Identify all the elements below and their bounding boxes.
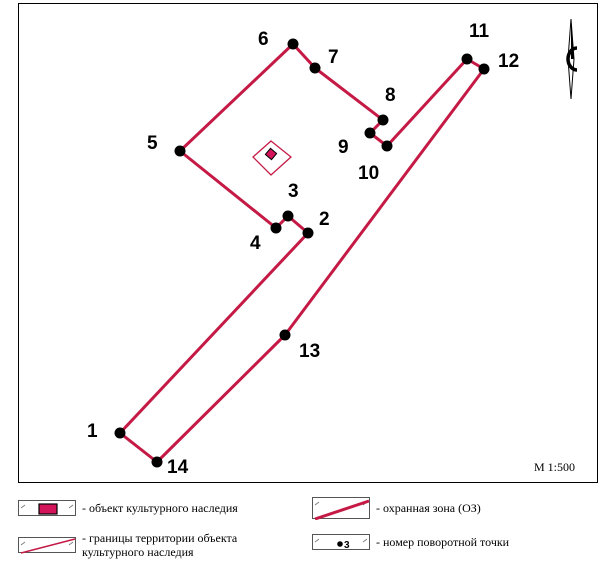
- legend-swatch-territory: [18, 537, 76, 554]
- turning-point-1: [114, 427, 126, 439]
- legend-label-point: - номер поворотной точки: [376, 535, 510, 549]
- legend-swatch-zone: [312, 497, 370, 520]
- turning-point-dot-icon: 3: [314, 538, 368, 551]
- point-label-1: 1: [87, 421, 98, 442]
- turning-point-9: [364, 127, 376, 139]
- double-red-line-icon: [314, 499, 370, 520]
- point-label-14: 14: [167, 457, 189, 478]
- point-label-4: 4: [250, 233, 261, 254]
- legend-item-protection-zone: - охранная зона (ОЗ): [312, 494, 481, 522]
- point-label-10: 10: [358, 163, 379, 184]
- point-label-2: 2: [319, 209, 330, 230]
- point-label-3: 3: [288, 181, 299, 202]
- legend-label-territory-line1: - границы территории объекта: [82, 531, 238, 545]
- turning-point-5: [174, 145, 186, 157]
- legend-swatch-point: 3: [312, 534, 370, 551]
- compass-north-arrow-icon: [566, 18, 578, 100]
- point-label-11: 11: [469, 21, 490, 42]
- legend-label-territory-line2: культурного наследия: [82, 545, 194, 559]
- legend-swatch-object: [18, 500, 76, 516]
- red-diagonal-line-icon: [20, 538, 76, 554]
- turning-point-6: [287, 38, 299, 50]
- turning-point-13: [279, 329, 291, 341]
- heritage-object: [264, 147, 278, 161]
- point-label-5: 5: [147, 133, 158, 154]
- point-label-8: 8: [385, 85, 396, 106]
- point-label-7: 7: [328, 47, 339, 68]
- turning-point-8: [377, 114, 389, 126]
- map-scale: М 1:500: [533, 460, 575, 474]
- turning-point-3: [282, 210, 294, 222]
- turning-point-7: [309, 62, 321, 74]
- turning-point-2: [302, 227, 314, 239]
- point-label-9: 9: [338, 137, 349, 158]
- pink-rect-icon: [20, 503, 74, 515]
- turning-point-10: [381, 140, 393, 152]
- turning-point-14: [151, 456, 163, 468]
- point-label-13: 13: [299, 341, 320, 362]
- territory-boundary-line: [118, 42, 486, 464]
- turning-point-4: [270, 222, 282, 234]
- legend-label-territory: - границы территории объекта культурного…: [82, 531, 237, 559]
- legend-item-heritage-object: - объект культурного наследия: [18, 494, 238, 522]
- legend-label-zone: - охранная зона (ОЗ): [376, 501, 481, 515]
- point-label-12: 12: [498, 51, 519, 72]
- legend-point-sample: 3: [344, 540, 350, 551]
- point-label-6: 6: [258, 29, 269, 50]
- turning-point-12: [478, 63, 490, 75]
- legend-item-turning-point: 3 - номер поворотной точки: [312, 528, 509, 556]
- legend-label-object: - объект культурного наследия: [82, 501, 238, 515]
- legend-item-territory-boundary: - границы территории объекта культурного…: [18, 530, 237, 560]
- turning-point-11: [461, 53, 473, 65]
